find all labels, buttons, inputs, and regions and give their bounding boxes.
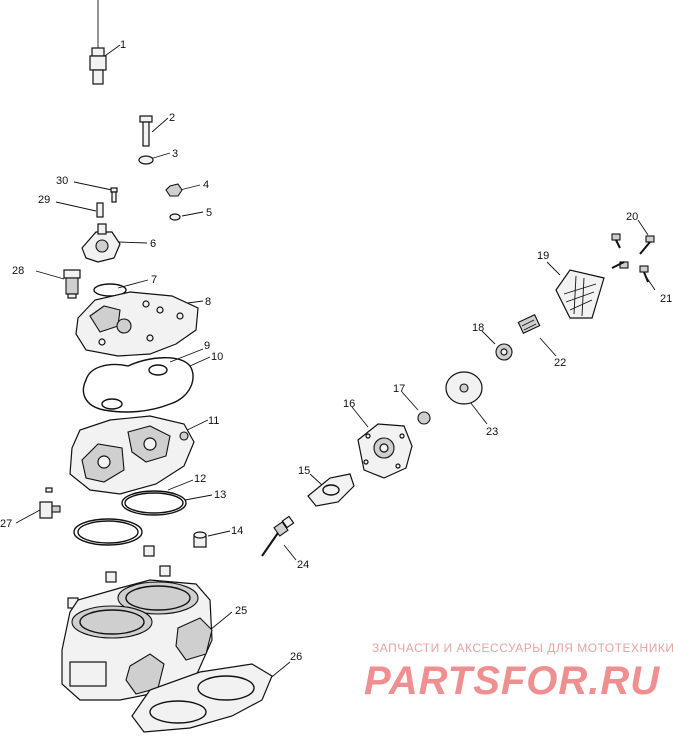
part-19-pump-cover [555,269,605,319]
callout-23: 23 [486,426,498,438]
callout-20: 20 [626,211,638,223]
callout-24: 24 [297,559,309,571]
callout-27: 27 [0,518,12,530]
part-21-screws [611,261,649,283]
part-27-fitting [39,487,61,519]
callout-10: 10 [211,351,223,363]
part-1-sensor [89,0,107,85]
callout-17: 17 [393,383,405,395]
part-4-nut [165,183,183,197]
part-6-thermostat-housing [81,223,121,263]
callout-7: 7 [151,274,157,286]
watermark-tagline: ЗАПЧАСТИ И АКСЕССУАРЫ ДЛЯ МОТОТЕХНИКИ [372,641,673,655]
watermark: ЗАПЧАСТИ И АКСЕССУАРЫ ДЛЯ МОТОТЕХНИКИ PA… [364,641,673,703]
part-24-probe [261,515,295,557]
part-o-ring-lower-inner [77,520,139,544]
callout-3: 3 [172,148,178,160]
part-26-base-gasket [131,663,273,733]
part-28-thermostat [63,269,81,299]
callout-8: 8 [205,296,211,308]
part-30-screw [110,187,118,203]
callout-25: 25 [235,605,247,617]
part-14-spacer [193,531,207,548]
part-20-screws [611,233,655,255]
part-22-spring [517,314,541,334]
callout-19: 19 [537,250,549,262]
part-15-gasket [307,473,355,507]
part-9-10-head-gasket [82,357,194,413]
watermark-brand: PARTSFOR.RU [364,659,660,703]
part-23-impeller [445,371,483,405]
part-29-pin [96,202,104,218]
callout-29: 29 [38,194,50,206]
callout-9: 9 [204,340,210,352]
callout-labels: 1 2 3 4 5 6 7 8 9 10 11 12 13 14 15 16 1… [0,39,672,663]
part-17-seal [417,411,431,425]
part-16-pump-housing [357,423,413,479]
part-11-cylinder-head [69,415,195,495]
callout-5: 5 [206,207,212,219]
callout-1: 1 [120,39,126,51]
callout-4: 4 [203,179,209,191]
part-25-cylinder-block [61,579,213,701]
callout-22: 22 [554,357,566,369]
callout-15: 15 [298,465,310,477]
callout-14: 14 [231,525,243,537]
callout-21: 21 [660,293,672,305]
part-8-head-cover [75,291,199,357]
leader-lines [15,44,656,681]
part-3-washer [138,155,154,165]
part-2-bolt [139,115,153,147]
callout-26: 26 [290,651,302,663]
callout-30: 30 [56,175,68,187]
part-o-ring-lower [73,518,143,546]
part-12-o-ring [121,490,187,516]
callout-28: 28 [12,265,24,277]
callout-6: 6 [150,238,156,250]
part-18-nut [495,343,513,361]
part-13-o-ring [124,492,184,514]
callout-18: 18 [472,322,484,334]
callout-12: 12 [194,473,206,485]
part-5-washer [169,213,181,221]
callout-2: 2 [169,112,175,124]
callout-11: 11 [208,415,219,427]
callout-13: 13 [214,489,226,501]
callout-16: 16 [343,398,355,410]
